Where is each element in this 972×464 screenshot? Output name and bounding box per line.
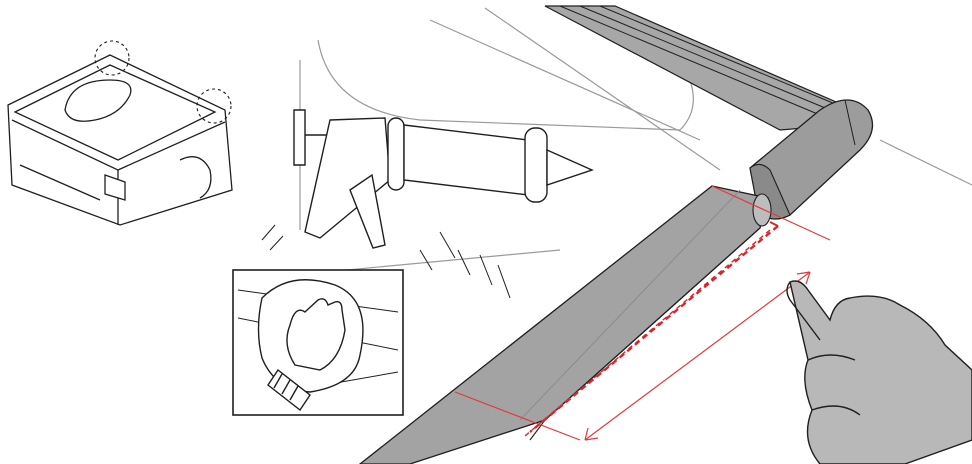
caulking-gun-icon — [294, 110, 592, 248]
cleaning-inset — [233, 270, 403, 415]
pointing-hand-icon — [787, 281, 972, 464]
side-rail — [360, 186, 771, 464]
truck-bed-icon — [8, 41, 232, 225]
top-rail — [545, 6, 850, 130]
